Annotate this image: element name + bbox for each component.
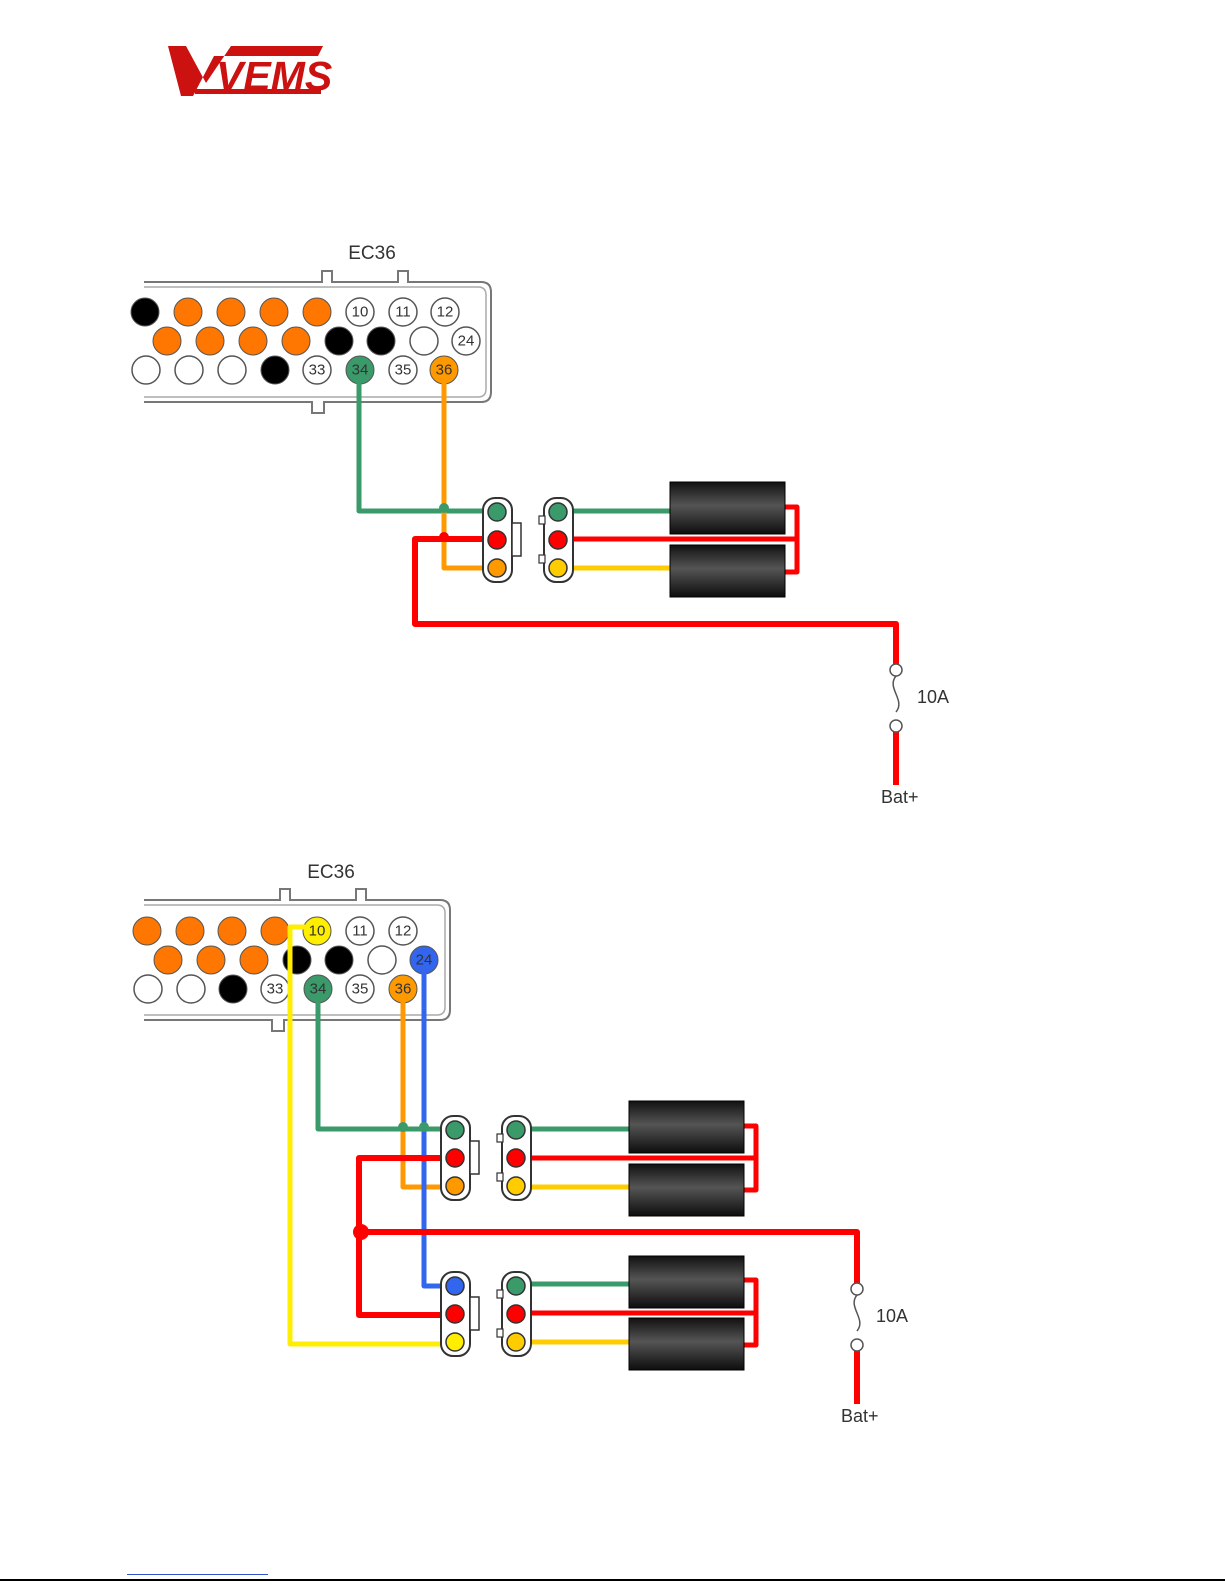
pin xyxy=(176,917,204,945)
pin-label: 11 xyxy=(352,923,368,940)
pin-label: 12 xyxy=(437,304,454,321)
junction-dot xyxy=(419,1122,429,1132)
pin xyxy=(218,356,246,384)
fuse xyxy=(851,1283,863,1351)
pin xyxy=(131,298,159,326)
pin xyxy=(325,327,353,355)
fuse-label: 10A xyxy=(876,1306,908,1326)
pin xyxy=(261,917,289,945)
pin xyxy=(174,298,202,326)
socket-connector xyxy=(497,1116,531,1200)
junction-dot xyxy=(439,503,449,513)
pin-label: 33 xyxy=(267,981,284,998)
connector-label: EC36 xyxy=(307,862,355,883)
junction-dot xyxy=(353,1224,369,1240)
pin xyxy=(133,917,161,945)
logo-underline xyxy=(195,89,321,94)
pin xyxy=(196,327,224,355)
pin xyxy=(175,356,203,384)
battery-label: Bat+ xyxy=(841,1406,879,1426)
pin xyxy=(367,327,395,355)
vems-logo: VEMS xyxy=(168,46,332,99)
ignition-coil xyxy=(629,1164,744,1216)
fuse xyxy=(890,664,902,732)
pin-label: 34 xyxy=(352,362,369,379)
pin xyxy=(153,327,181,355)
connector-label: EC36 xyxy=(348,243,396,264)
pin-label: 36 xyxy=(395,981,412,998)
pin xyxy=(325,946,353,974)
pin xyxy=(197,946,225,974)
pin xyxy=(260,298,288,326)
pin xyxy=(261,356,289,384)
pin-label: 10 xyxy=(309,923,326,940)
pin xyxy=(134,975,162,1003)
ignition-coil xyxy=(670,482,785,534)
pin xyxy=(283,946,311,974)
pin xyxy=(219,975,247,1003)
pin xyxy=(218,917,246,945)
ignition-coil xyxy=(629,1256,744,1308)
pin-label: 34 xyxy=(310,981,327,998)
ignition-coil xyxy=(629,1318,744,1370)
plug-connector xyxy=(483,498,521,582)
pin-label: 33 xyxy=(309,362,326,379)
pin-label: 24 xyxy=(458,333,475,350)
pin xyxy=(217,298,245,326)
fuse-label: 10A xyxy=(917,687,949,707)
ignition-coil xyxy=(670,545,785,597)
pin-label: 36 xyxy=(436,362,453,379)
pin xyxy=(410,327,438,355)
pin xyxy=(282,327,310,355)
wires xyxy=(359,382,896,785)
pin xyxy=(132,356,160,384)
diagram-2: EC36 10 11 12 24 xyxy=(133,862,908,1426)
battery-label: Bat+ xyxy=(881,787,919,807)
footer-link-underline[interactable] xyxy=(127,1574,268,1575)
pin xyxy=(368,946,396,974)
plug-connector xyxy=(441,1116,479,1200)
pin xyxy=(177,975,205,1003)
socket-connector xyxy=(539,498,573,582)
pin xyxy=(154,946,182,974)
pin xyxy=(303,298,331,326)
wire-red-main xyxy=(359,1232,857,1286)
pin-label: 35 xyxy=(352,981,369,998)
diagram-1: EC36 10 11 12 xyxy=(131,243,949,807)
footer-rule xyxy=(0,1579,1225,1581)
pin-label: 11 xyxy=(395,304,411,321)
plug-connector xyxy=(441,1272,479,1356)
ignition-coil xyxy=(629,1101,744,1153)
pin-label: 24 xyxy=(416,952,433,969)
pin xyxy=(239,327,267,355)
pin-label: 10 xyxy=(352,304,369,321)
pin-label: 35 xyxy=(395,362,412,379)
pin-label: 12 xyxy=(395,923,412,940)
junction-dot xyxy=(398,1122,408,1132)
junction-dot xyxy=(439,532,449,542)
pin xyxy=(240,946,268,974)
socket-connector xyxy=(497,1272,531,1356)
